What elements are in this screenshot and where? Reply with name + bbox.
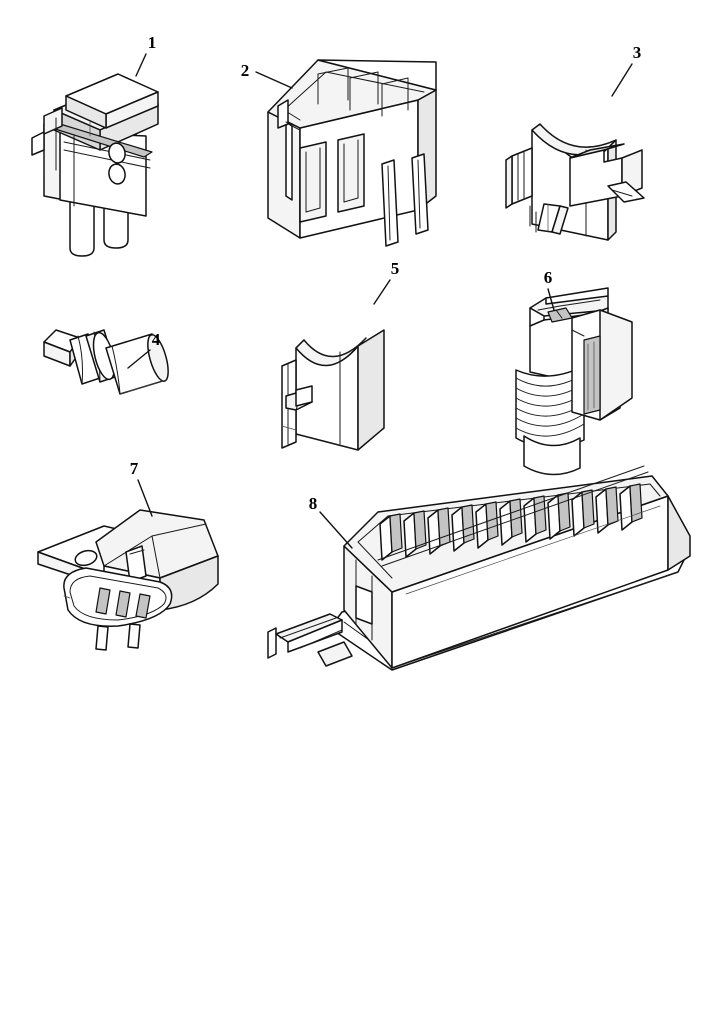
callout-number-6[interactable]: 6 [544,268,553,287]
callout-number-3[interactable]: 3 [633,43,642,62]
part-6-ribbed-seal-connector[interactable] [515,287,633,476]
callout-leader-8 [319,511,353,549]
callout-number-8[interactable]: 8 [309,494,318,513]
callout-number-7[interactable]: 7 [130,459,139,478]
callout-number-5[interactable]: 5 [391,259,400,278]
part-2-multi-cavity-housing[interactable] [267,59,437,247]
terminal-comb-slots [379,483,643,561]
callout-number-4[interactable]: 4 [152,330,161,349]
callout-leader-2 [255,71,293,89]
callout-leader-7 [137,479,153,517]
callout-number-1[interactable]: 1 [148,33,157,52]
callout-leader-3 [611,63,633,97]
callout-leader-4 [127,349,151,369]
callout-leader-5 [373,279,391,305]
callout-leader-6 [547,288,555,311]
callout-layer: 1 2 3 4 5 6 7 8 [127,33,642,549]
callout-number-2[interactable]: 2 [241,61,250,80]
callout-leader-1 [135,53,147,77]
part-3-saddle-bracket-latch[interactable] [505,123,645,241]
part-4-grommet-seal[interactable] [43,329,172,395]
part-5-saddle-bracket-plain[interactable] [281,329,385,451]
part-8-multi-way-terminal-block[interactable] [267,465,691,671]
part-1-blade-fuse-connector[interactable] [31,73,159,257]
part-7-three-pin-flanged-connector[interactable] [37,509,219,651]
